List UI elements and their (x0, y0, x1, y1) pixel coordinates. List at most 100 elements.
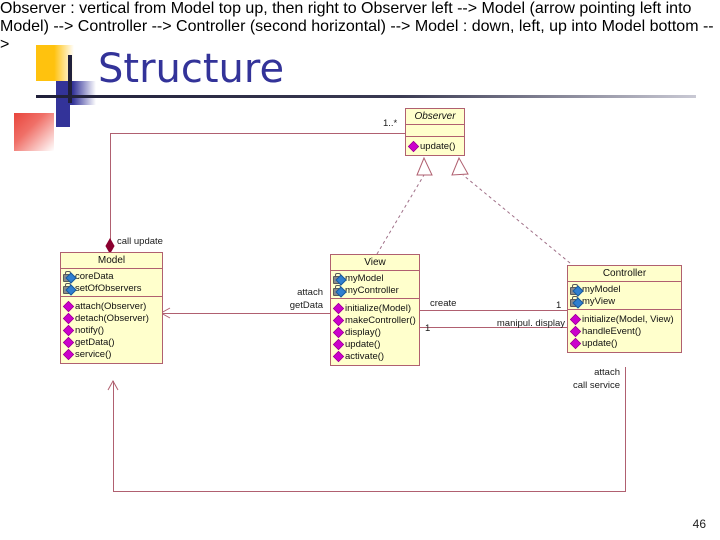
attribute-row: myView (570, 295, 679, 309)
operation-row: update() (332, 338, 417, 350)
operation-label: attach(Observer) (75, 300, 147, 312)
operation-label: update() (582, 337, 618, 349)
operation-label: initialize(Model, View) (582, 313, 674, 325)
dashed-line-view-observer (376, 174, 425, 255)
title-underline-rule (36, 95, 696, 98)
operation-row: activate() (332, 350, 417, 362)
operation-row: handleEvent() (569, 325, 679, 337)
magenta-diamond-operation-icon (569, 337, 582, 349)
magenta-diamond-operation-icon (332, 350, 345, 362)
class-operations-model: attach(Observer) detach(Observer) notify… (61, 297, 162, 363)
operation-label: notify() (75, 324, 105, 336)
decoration-yellow-square (36, 45, 74, 81)
class-name-controller: Controller (568, 266, 681, 282)
connector-controller-model-vertical-left (113, 381, 114, 492)
operation-row: initialize(Model) (332, 302, 417, 314)
class-name-observer: Observer (406, 109, 464, 125)
padlock-attribute-icon (570, 284, 584, 297)
attribute-label: myModel (345, 272, 384, 284)
decoration-blue-small-bar (56, 105, 70, 127)
operation-label: getData() (75, 336, 115, 348)
attribute-label: myView (582, 295, 616, 307)
label-manipulate-display: manipul. display (496, 318, 565, 329)
operation-row: initialize(Model, View) (569, 313, 679, 325)
connector-view-model (163, 313, 331, 314)
class-attributes-observer (406, 125, 464, 137)
connector-model-observer-vertical (110, 133, 111, 248)
operation-label: detach(Observer) (75, 312, 149, 324)
attribute-label: myController (345, 284, 399, 296)
uml-class-view[interactable]: View myModel myController initialize(Mod… (330, 254, 420, 366)
padlock-attribute-icon (333, 285, 347, 298)
magenta-diamond-operation-icon (62, 336, 75, 348)
decoration-red-square (14, 113, 54, 151)
connector-controller-model-vertical-right (625, 367, 626, 491)
label-getdata: getData (289, 300, 323, 311)
operation-row: service() (62, 348, 160, 360)
operation-row: attach(Observer) (62, 300, 160, 312)
operation-row: makeController() (332, 314, 417, 326)
decoration-vertical-bar (68, 55, 72, 103)
uml-class-model[interactable]: Model coreData setOfObservers attach(Obs… (60, 252, 163, 364)
operation-label: update() (420, 140, 456, 152)
class-operations-view: initialize(Model) makeController() displ… (331, 299, 419, 365)
magenta-diamond-operation-icon (332, 338, 345, 350)
magenta-diamond-operation-icon (569, 325, 582, 337)
class-operations-controller: initialize(Model, View) handleEvent() up… (568, 310, 681, 352)
padlock-attribute-icon (570, 296, 584, 309)
class-operations-observer: update() (406, 137, 464, 155)
label-observer-multiplicity: 1..* (383, 118, 398, 129)
operation-row: display() (332, 326, 417, 338)
attribute-label: coreData (75, 270, 114, 282)
label-call-update: call update (117, 236, 163, 247)
attribute-row: myModel (570, 283, 679, 297)
decoration-blue-bar (56, 81, 96, 105)
dashed-line-controller-observer (462, 174, 571, 264)
padlock-attribute-icon (63, 283, 77, 296)
hollow-triangle-view-observer (416, 156, 433, 176)
attribute-row: myModel (333, 272, 417, 286)
operation-label: activate() (345, 350, 385, 362)
padlock-attribute-icon (63, 271, 77, 284)
class-name-view: View (331, 255, 419, 271)
attribute-label: setOfObservers (75, 282, 142, 294)
attribute-row: coreData (63, 270, 160, 284)
magenta-diamond-operation-icon (62, 324, 75, 336)
operation-label: update() (345, 338, 381, 350)
magenta-diamond-operation-icon (62, 312, 75, 324)
padlock-attribute-icon (333, 273, 347, 286)
operation-row: notify() (62, 324, 160, 336)
page-number: 46 (692, 517, 706, 531)
connector-view-controller-manipulate (420, 327, 568, 328)
attribute-label: myModel (582, 283, 621, 295)
uml-class-observer[interactable]: Observer update() (405, 108, 465, 156)
class-attributes-model: coreData setOfObservers (61, 269, 162, 297)
label-manipulate-multiplicity: 1 (425, 323, 431, 334)
magenta-diamond-operation-icon (62, 348, 75, 360)
operation-label: handleEvent() (582, 325, 642, 337)
magenta-diamond-operation-icon (407, 140, 420, 152)
attribute-row: setOfObservers (63, 282, 160, 296)
magenta-diamond-operation-icon (332, 326, 345, 338)
class-attributes-view: myModel myController (331, 271, 419, 299)
magenta-diamond-operation-icon (569, 313, 582, 325)
class-attributes-controller: myModel myView (568, 282, 681, 310)
operation-label: service() (75, 348, 112, 360)
label-attach: attach (297, 287, 323, 298)
operation-row: update() (569, 337, 679, 349)
connector-model-observer-horizontal (110, 133, 406, 134)
label-attach-controller: attach (594, 367, 620, 378)
operation-label: display() (345, 326, 381, 338)
class-name-model: Model (61, 253, 162, 269)
magenta-diamond-operation-icon (332, 314, 345, 326)
operation-row: detach(Observer) (62, 312, 160, 324)
connector-view-controller-create (420, 310, 568, 311)
operation-label: makeController() (345, 314, 416, 326)
hollow-triangle-controller-observer (451, 156, 469, 176)
label-call-service: call service (573, 380, 620, 391)
uml-class-controller[interactable]: Controller myModel myView initialize(Mod… (567, 265, 682, 353)
label-create: create (430, 298, 457, 309)
attribute-row: myController (333, 284, 417, 298)
connector-controller-model-horizontal-bottom (113, 491, 626, 492)
